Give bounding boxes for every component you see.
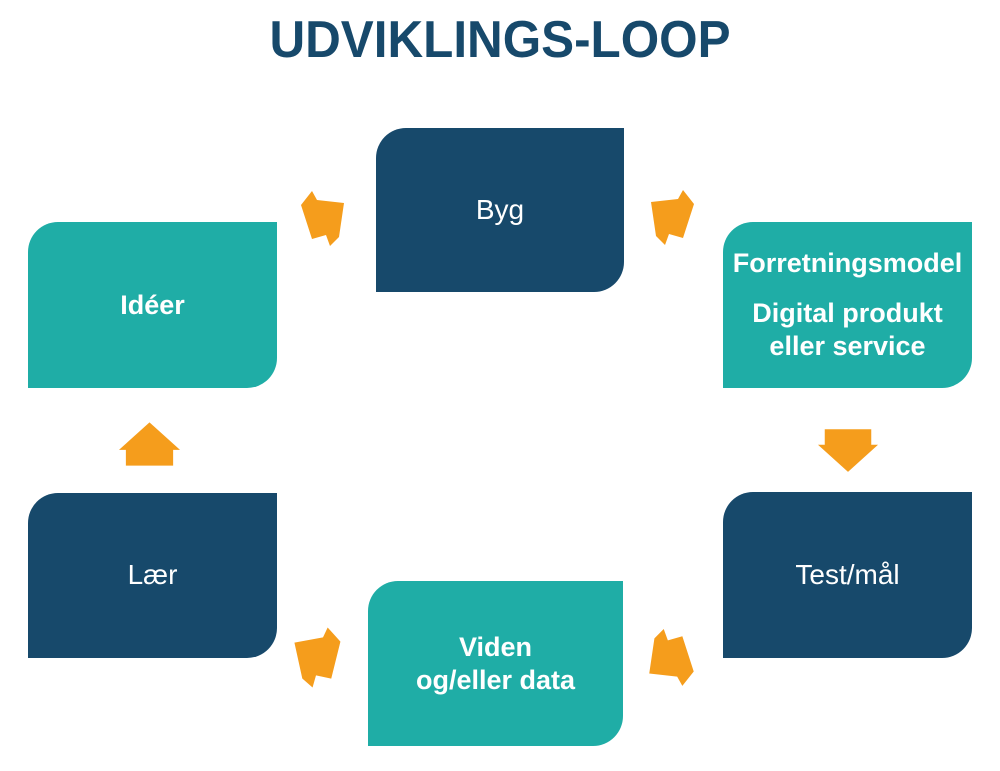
node-ideer-label: Idéer [120,289,185,320]
node-byg: Byg [376,128,624,292]
node-forretningsmodel-heading: Forretningsmodel [732,248,963,279]
arrow-ideer-to-byg-icon [297,189,347,247]
node-viden-line2: og/eller data [415,664,576,695]
page-title: UDVIKLINGS-LOOP [269,11,731,69]
arrow-test-to-viden-icon [646,628,698,688]
node-ideer: Idéer [28,222,277,388]
node-test-maal: Test/mål [723,492,972,658]
node-forretningsmodel: Forretningsmodel Digital produkt eller s… [723,222,972,388]
arrow-viden-to-laer-icon [290,624,348,690]
arrow-forretningsmodel-to-test-icon [817,428,879,473]
arrow-byg-to-forretningsmodel-icon [648,188,698,246]
node-laer: Lær [28,493,277,658]
arrow-laer-to-ideer-icon [118,422,181,466]
node-viden: Viden og/eller data [368,581,623,746]
node-byg-label: Byg [475,193,525,225]
node-laer-label: Lær [127,559,178,591]
node-test-maal-label: Test/mål [795,558,900,590]
node-forretningsmodel-line2: eller service [769,330,926,361]
node-viden-line1: Viden [458,631,533,662]
node-forretningsmodel-line1: Digital produkt [752,297,943,328]
